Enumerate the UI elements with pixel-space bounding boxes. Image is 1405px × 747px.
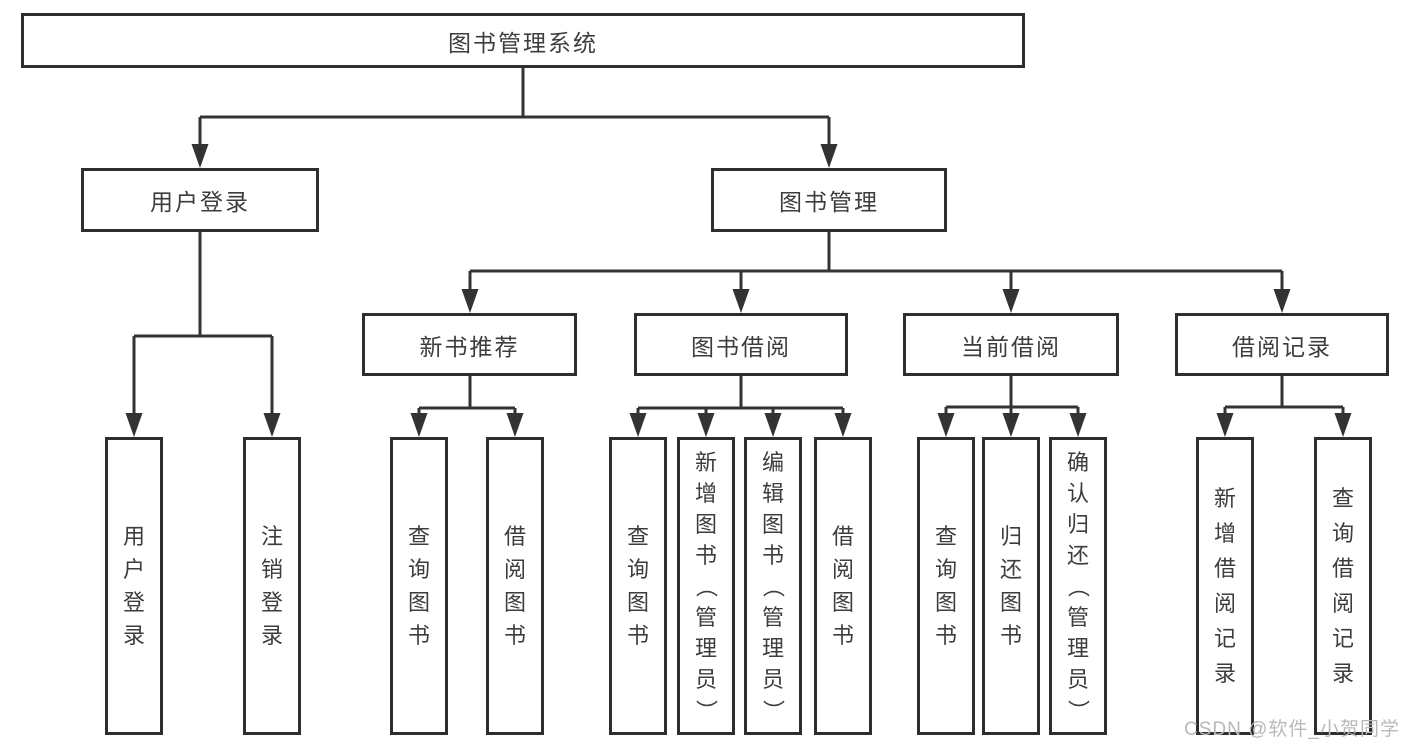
leaf-edit-books-admin: 编辑图书（管理员） <box>744 437 802 735</box>
arrow-icon <box>1002 289 1020 313</box>
arrow-icon <box>764 413 782 437</box>
arrow-icon <box>1273 289 1291 313</box>
csdn-watermark: CSDN @软件_小贺同学 <box>1184 719 1400 740</box>
arrow-icon <box>125 413 143 437</box>
arrow-icon <box>1216 413 1234 437</box>
arrow-icon <box>1069 413 1087 437</box>
node-user-login: 用户登录 <box>81 168 319 232</box>
arrow-icon <box>1002 413 1020 437</box>
arrow-icon <box>1334 413 1352 437</box>
leaf-add-books-admin: 新增图书（管理员） <box>677 437 735 735</box>
arrow-icon <box>732 289 750 313</box>
node-new-book-recommend: 新书推荐 <box>362 313 577 376</box>
node-borrow-records: 借阅记录 <box>1175 313 1389 376</box>
leaf-borrow-books: 借阅图书 <box>814 437 872 735</box>
arrow-icon <box>191 144 209 168</box>
leaf-query-borrow-record: 查询借阅记录 <box>1314 437 1372 735</box>
leaf-return-books: 归还图书 <box>982 437 1040 735</box>
arrow-icon <box>697 413 715 437</box>
arrow-icon <box>506 413 524 437</box>
leaf-logout: 注销登录 <box>243 437 301 735</box>
leaf-query-books-recommend: 查询图书 <box>390 437 448 735</box>
node-book-management: 图书管理 <box>711 168 947 232</box>
arrow-icon <box>461 289 479 313</box>
leaf-confirm-return-admin: 确认归还（管理员） <box>1049 437 1107 735</box>
arrow-icon <box>834 413 852 437</box>
leaf-query-books-borrow: 查询图书 <box>609 437 667 735</box>
node-book-borrow: 图书借阅 <box>634 313 848 376</box>
arrow-icon <box>820 144 838 168</box>
arrow-icon <box>263 413 281 437</box>
arrowheads <box>125 144 1352 437</box>
node-current-borrow: 当前借阅 <box>903 313 1119 376</box>
arrow-icon <box>629 413 647 437</box>
arrow-icon <box>937 413 955 437</box>
arrow-icon <box>410 413 428 437</box>
leaf-query-books-current: 查询图书 <box>917 437 975 735</box>
leaf-user-login: 用户登录 <box>105 437 163 735</box>
leaf-add-borrow-record: 新增借阅记录 <box>1196 437 1254 735</box>
node-root-system: 图书管理系统 <box>21 13 1025 68</box>
leaf-borrow-books-recommend: 借阅图书 <box>486 437 544 735</box>
